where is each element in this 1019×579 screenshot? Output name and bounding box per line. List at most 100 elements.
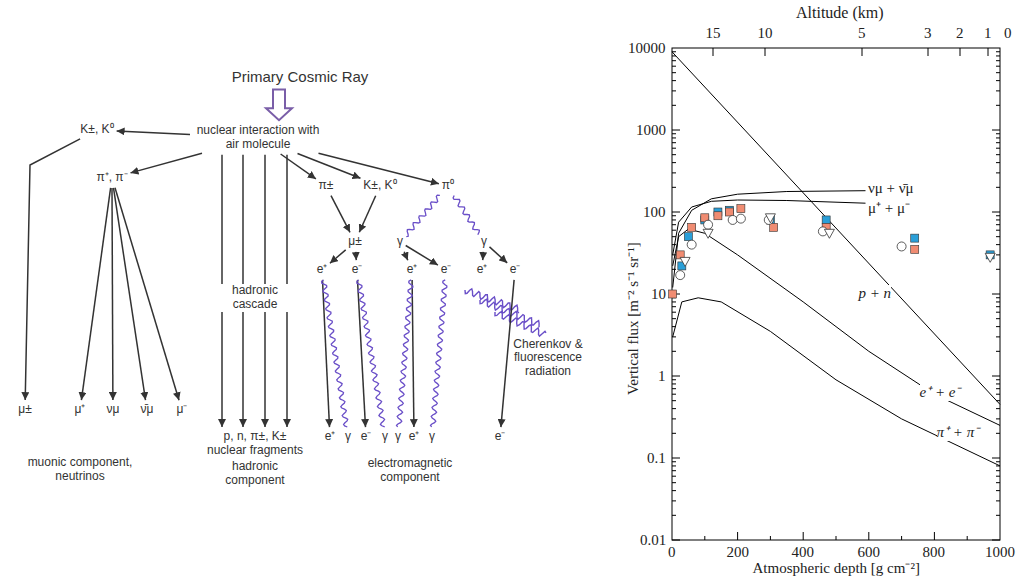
axis-tick xyxy=(713,48,714,56)
particle-label: γ xyxy=(481,235,487,249)
axis-tick xyxy=(765,48,766,56)
axis-tick xyxy=(672,400,676,401)
axis-tick xyxy=(672,383,676,384)
connector-arrow xyxy=(25,139,80,400)
tick-label: 10 xyxy=(651,286,666,303)
axis-tick xyxy=(996,306,1000,307)
axis-title: Atmospheric depth [g cm⁻²] xyxy=(753,560,920,577)
axis-tick xyxy=(992,130,1000,131)
particle-node: μ± xyxy=(17,402,33,418)
axis-tick xyxy=(803,532,804,540)
tick-label: 800 xyxy=(923,544,946,561)
axis-tick xyxy=(996,72,1000,73)
axis-tick xyxy=(672,187,676,188)
axis-tick xyxy=(672,351,676,352)
axis-tick xyxy=(672,230,676,231)
flux-curve xyxy=(672,52,1000,405)
axis-tick xyxy=(672,312,676,313)
cherenkov-wave xyxy=(495,311,546,336)
axis-tick xyxy=(934,532,935,540)
axis-tick xyxy=(672,105,676,106)
particle-label: e⁺ xyxy=(317,263,328,277)
particle-node: γ xyxy=(344,429,352,445)
axis-tick xyxy=(996,254,1000,255)
axis-tick xyxy=(996,418,1000,419)
tick-label: 0.01 xyxy=(640,532,666,549)
axis-tick xyxy=(672,137,676,138)
tick-label: 0.1 xyxy=(647,450,666,467)
connector-arrow xyxy=(111,188,113,400)
axis-tick xyxy=(996,515,1000,516)
axis-tick xyxy=(901,536,902,540)
particle-label: p, n, π±, K± xyxy=(224,430,287,444)
connector-arrow xyxy=(501,280,514,427)
axis-tick xyxy=(996,383,1000,384)
particle-node: K±, K⁰ xyxy=(79,122,114,138)
data-square xyxy=(911,234,919,242)
tick-label: 0 xyxy=(668,544,676,561)
flux-curve xyxy=(673,200,866,255)
axis-tick xyxy=(672,148,676,149)
particle-label: μ± xyxy=(18,403,32,417)
connector-arrow xyxy=(117,131,190,135)
axis-tick xyxy=(672,212,680,213)
data-triangle xyxy=(985,253,995,262)
axis-tick xyxy=(672,318,676,319)
axis-tick xyxy=(996,500,1000,501)
data-square xyxy=(822,216,830,224)
plot-frame xyxy=(672,48,1000,540)
particle-label: K±, K⁰ xyxy=(80,123,113,137)
tick-label: 100 xyxy=(643,204,666,221)
axis-tick xyxy=(672,301,676,302)
photon-line xyxy=(431,280,447,427)
tick-label: 0 xyxy=(1004,25,1012,42)
tick-label: 1000 xyxy=(636,122,666,139)
particle-node: γ xyxy=(480,234,488,250)
data-square xyxy=(911,245,919,253)
particle-label: μ⁻ xyxy=(177,403,188,417)
particle-node: e⁺ xyxy=(324,429,337,445)
data-square xyxy=(737,205,745,213)
axis-tick xyxy=(672,154,676,155)
connector-arrow xyxy=(131,153,203,173)
particle-node: p, n, π±, K± xyxy=(223,429,288,445)
axis-tick xyxy=(672,60,676,61)
axis-tick xyxy=(672,408,676,409)
axis-tick xyxy=(996,162,1000,163)
axis-tick xyxy=(770,536,771,540)
axis-tick xyxy=(672,418,676,419)
axis-tick xyxy=(996,482,1000,483)
axis-title: Vertical flux [m⁻² s⁻¹ sr⁻¹] xyxy=(624,242,641,395)
particle-node: e⁻ xyxy=(351,262,364,278)
axis-tick xyxy=(992,376,1000,377)
axis-tick xyxy=(996,187,1000,188)
particle-label: e⁻ xyxy=(510,263,521,277)
particle-node: e⁻ xyxy=(494,429,507,445)
tick-label: 15 xyxy=(706,25,721,42)
particle-label: e⁺ xyxy=(407,263,418,277)
data-square xyxy=(669,290,677,298)
axis-tick xyxy=(996,137,1000,138)
connector-arrow xyxy=(298,154,361,179)
axis-tick xyxy=(704,536,705,540)
particle-node: Primary Cosmic Ray xyxy=(231,67,370,86)
curve-label: π⁺ + π⁻ xyxy=(937,424,980,441)
axis-tick xyxy=(672,306,676,307)
axis-tick xyxy=(672,515,676,516)
particle-node: e⁺ xyxy=(408,429,421,445)
connector-arrow xyxy=(404,252,408,261)
axis-tick xyxy=(672,540,680,541)
axis-tick xyxy=(996,51,1000,52)
connector-arrow xyxy=(331,196,350,233)
particle-label: e⁻ xyxy=(352,263,363,277)
axis-tick xyxy=(672,219,676,220)
particle-label: μ⁺ xyxy=(75,403,86,417)
axis-tick xyxy=(672,215,676,216)
data-triangle xyxy=(680,257,690,266)
particle-label: ν̄μ xyxy=(141,403,154,417)
axis-tick xyxy=(996,133,1000,134)
curve-label: μ⁺ + μ⁻ xyxy=(868,200,910,217)
curve-label: νμ + ν̄μ xyxy=(868,180,914,197)
axis-title: Altitude (km) xyxy=(796,4,884,22)
